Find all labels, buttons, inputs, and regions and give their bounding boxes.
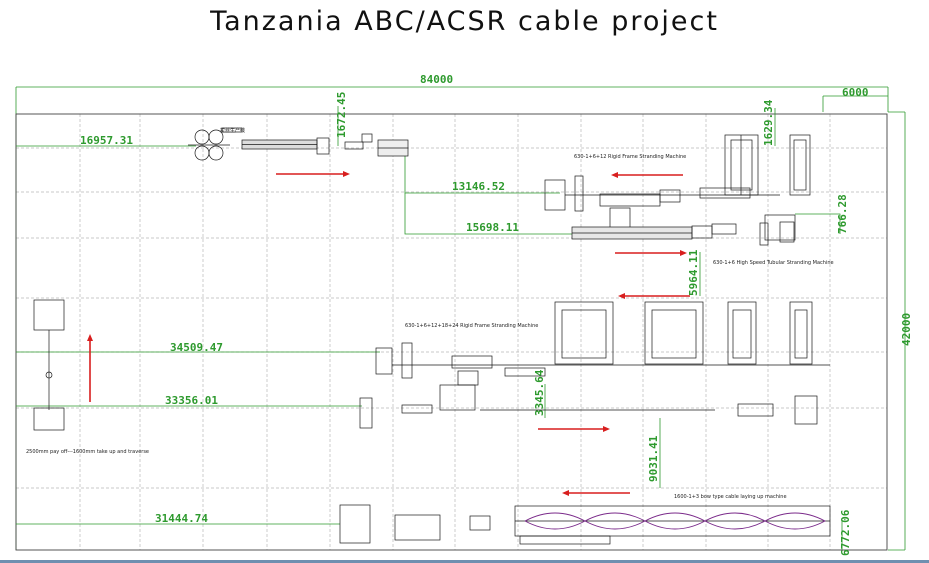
dim-total-height: 42000 bbox=[900, 313, 913, 346]
dim-line2-length: 13146.52 bbox=[452, 180, 505, 193]
dim-total-width: 84000 bbox=[420, 73, 453, 86]
label-small-note: 拉丝生产线 bbox=[220, 127, 245, 134]
rigid-frame-machine-12 bbox=[544, 134, 811, 241]
dim-line1-length: 16957.31 bbox=[80, 134, 133, 147]
rigid-frame-machine-24 bbox=[375, 301, 830, 386]
label-rigid-frame-24: 630-1+6+12+18+24 Rigid Frame Stranding M… bbox=[405, 323, 538, 329]
dim-line6-length: 31444.74 bbox=[155, 512, 208, 525]
dim-bottom-right-vertical: 6772.06 bbox=[839, 509, 852, 556]
page-title: Tanzania ABC/ACSR cable project bbox=[210, 6, 719, 37]
dim-line3-length: 15698.11 bbox=[466, 221, 519, 234]
dim-line4-length: 34509.47 bbox=[170, 341, 223, 354]
dim-right-top-vertical: 1629.34 bbox=[762, 99, 775, 146]
dim-line1-vertical: 1672.45 bbox=[335, 92, 348, 138]
dim-right-mid-vertical: 766.28 bbox=[836, 194, 849, 234]
label-rigid-frame-12: 630-1+6+12 Rigid Frame Stranding Machine bbox=[574, 154, 686, 160]
dim-mid-vertical-2: 3345.64 bbox=[533, 369, 546, 416]
bow-type-cable-machine bbox=[339, 504, 831, 545]
bow-type-arcs bbox=[524, 512, 826, 530]
bottom-accent-bar bbox=[0, 560, 929, 563]
drawing-line-top bbox=[188, 127, 409, 161]
takeup-unit-left bbox=[33, 299, 65, 431]
line5-equipment bbox=[359, 384, 818, 429]
layout-grid bbox=[16, 114, 887, 550]
dim-mid-vertical-1: 5964.11 bbox=[687, 249, 700, 296]
dim-line5-length: 33356.01 bbox=[165, 394, 218, 407]
dim-right-offset: 6000 bbox=[842, 86, 869, 99]
label-tubular: 630-1+6 High Speed Tubular Stranding Mac… bbox=[713, 260, 834, 266]
dimension-texts: 84000 6000 42000 16957.31 1672.45 13146.… bbox=[80, 73, 913, 556]
dim-mid-vertical-3: 9031.41 bbox=[647, 435, 660, 482]
flow-arrows bbox=[87, 171, 690, 496]
label-takeup: 2500mm pay off---1600mm take up and trav… bbox=[26, 449, 149, 455]
dimension-frame bbox=[15, 86, 906, 551]
tubular-stranding-machine bbox=[571, 221, 795, 246]
label-bow-type: 1600-1+3 bow type cable laying up machin… bbox=[674, 494, 787, 500]
building-outline bbox=[15, 113, 888, 551]
